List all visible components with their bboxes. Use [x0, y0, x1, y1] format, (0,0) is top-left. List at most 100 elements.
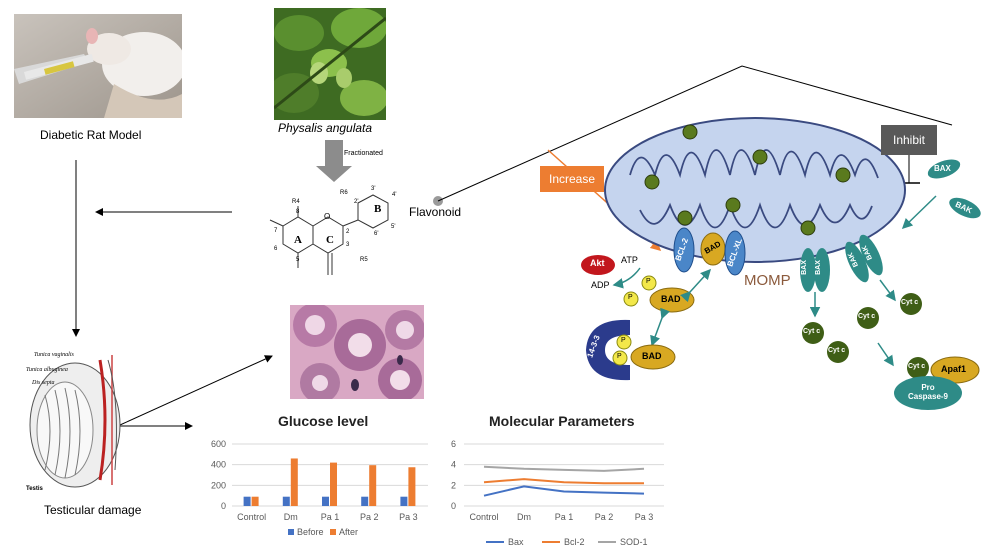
bax-label-pore-2: BAX — [814, 260, 822, 275]
bak-protein-outer — [949, 197, 981, 219]
bax-label-outer: BAX — [934, 164, 951, 173]
glucose-bar-after — [408, 467, 416, 506]
bad-label-lower: BAD — [642, 351, 662, 361]
glucose-bar-before — [322, 496, 329, 506]
plant-caption: Physalis angulata — [278, 121, 373, 135]
inhibit-box: Inhibit — [881, 125, 937, 155]
momp-label: MOMP — [744, 272, 791, 289]
molecular-chart-title: Molecular Parameters — [489, 413, 635, 429]
bax-pore-right — [814, 248, 830, 292]
molecular-ytick-label: 6 — [451, 439, 456, 449]
glucose-ytick-label: 0 — [221, 501, 226, 511]
flavonoid-pointer-line — [437, 65, 953, 202]
chem-n5p: 5' — [391, 224, 396, 230]
chem-o: O — [324, 212, 331, 221]
cytc-5 — [907, 357, 929, 379]
akt-protein — [581, 255, 615, 275]
molecular-legend-label: SOD-1 — [620, 537, 648, 547]
molecular-line-bcl-2 — [483, 478, 644, 485]
testis-label-vaginalis: Tunica vaginalis — [34, 352, 74, 358]
testis-drawing — [29, 355, 121, 488]
chem-n8: 8 — [296, 209, 300, 215]
increase-box: Increase — [540, 166, 604, 192]
testis-label-septa: Dis septa — [32, 380, 55, 386]
chem-n7: 7 — [274, 228, 278, 234]
chem-n6p: 6' — [374, 231, 379, 237]
cytc-2 — [857, 307, 879, 329]
bak-pore-right — [859, 234, 883, 276]
cytc-label-1: Cyt c — [803, 328, 821, 335]
chem-n3p: 3' — [371, 186, 376, 192]
flavonoid-structure — [269, 194, 389, 275]
chem-ring-b: B — [374, 203, 382, 215]
glucose-bar-after — [290, 458, 298, 506]
glucose-ytick-label: 200 — [211, 480, 226, 490]
chem-n2: 2 — [346, 229, 350, 235]
molecular-ytick-label: 2 — [451, 480, 456, 490]
testis-label-testis: Testis — [26, 486, 43, 492]
cytc-3 — [900, 293, 922, 315]
rat-model-caption: Diabetic Rat Model — [40, 128, 142, 142]
molecular-xtick-label: Pa 2 — [595, 512, 614, 522]
glucose-xtick-label: Pa 2 — [360, 512, 379, 522]
glucose-xtick-label: Pa 1 — [321, 512, 340, 522]
glucose-ytick-label: 600 — [211, 439, 226, 449]
glucose-bar-before — [243, 496, 251, 506]
molecular-line-sod-1 — [483, 465, 645, 472]
cytc-label-5: Cyt c — [908, 363, 926, 370]
glucose-chart-title: Glucose level — [278, 413, 369, 429]
fractionated-label: Fractionated — [344, 150, 383, 157]
glucose-xtick-label: Pa 3 — [399, 512, 418, 522]
histology-photo — [290, 305, 424, 399]
procaspase9-label: Pro Caspase-9 — [907, 383, 949, 401]
glucose-legend-label: After — [339, 527, 358, 537]
testis-to-histology-arrow — [119, 355, 273, 426]
chem-n2p: 2' — [354, 199, 359, 205]
glucose-legend-swatch — [288, 529, 294, 535]
atp-label: ATP — [621, 255, 638, 265]
p-label-4: P — [617, 353, 622, 360]
bax-pore-left — [800, 248, 816, 292]
molecular-line-bax — [483, 485, 645, 497]
glucose-ytick-label: 400 — [211, 460, 226, 470]
molecular-xtick-label: Control — [469, 512, 498, 522]
cytc-label-4: Cyt c — [828, 347, 846, 354]
bak-pore-left — [845, 241, 869, 283]
fractionated-arrow — [316, 140, 352, 182]
bclxl-protein — [724, 230, 746, 276]
chem-ring-c: C — [326, 234, 334, 246]
molecular-ytick-label: 4 — [451, 460, 456, 470]
molecular-xtick-label: Pa 3 — [635, 512, 654, 522]
cytc-1 — [802, 322, 824, 344]
apaf1-label: Apaf1 — [941, 364, 967, 374]
p-label-2: P — [628, 294, 633, 301]
chem-n6: 6 — [274, 246, 278, 252]
mitochondrion — [604, 117, 906, 263]
molecular-legend-label: Bax — [508, 537, 524, 547]
molecular-xtick-label: Pa 1 — [555, 512, 574, 522]
glucose-bar-before — [400, 496, 408, 506]
molecular-legend-label: Bcl-2 — [564, 537, 585, 547]
rat-injection-photo — [14, 14, 182, 118]
testis-label-albuginea: Tunica albuginea — [26, 367, 68, 373]
testicular-caption: Testicular damage — [44, 503, 142, 517]
chem-r6: R6 — [340, 190, 348, 196]
bax-entry-arrow — [901, 195, 937, 230]
chem-r5: R5 — [360, 257, 368, 263]
adp-label: ADP — [591, 280, 610, 290]
glucose-xtick-label: Control — [237, 512, 266, 522]
molecular-xtick-label: Dm — [517, 512, 531, 522]
glucose-bar-after — [369, 465, 377, 506]
chem-n5: 5 — [296, 257, 300, 263]
p-label-3: P — [621, 337, 626, 344]
molecular-ytick-label: 0 — [451, 501, 456, 511]
chem-ring-a: A — [294, 234, 302, 246]
cytc-label-3: Cyt c — [901, 299, 919, 306]
p-label-1: P — [646, 278, 651, 285]
glucose-bar-after — [330, 462, 337, 506]
glucose-bar-before — [361, 496, 369, 506]
bax-protein-outer-1 — [927, 159, 961, 179]
